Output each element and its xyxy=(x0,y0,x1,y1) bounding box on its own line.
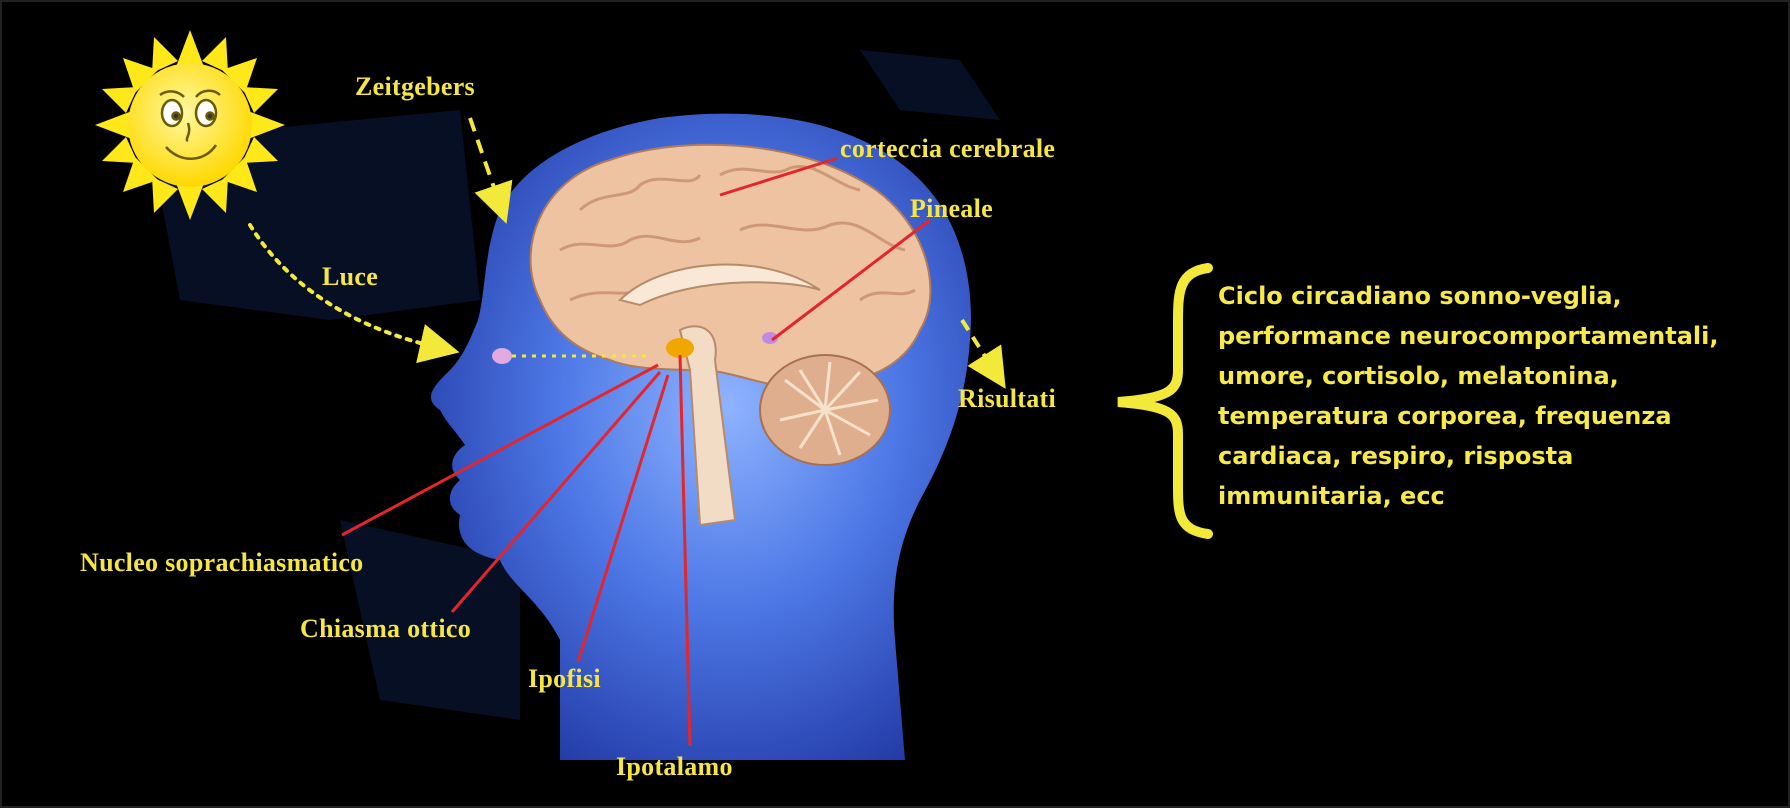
outcome-line: cardiaca, respiro, risposta xyxy=(1218,436,1778,476)
label-ipofisi: Ipofisi xyxy=(528,664,601,694)
label-corteccia-cerebrale: corteccia cerebrale xyxy=(840,134,1055,164)
label-nucleo-soprachiasmatico: Nucleo soprachiasmatico xyxy=(80,548,363,578)
outcome-line: performance neurocomportamentali, xyxy=(1218,316,1778,356)
label-zeitgebers: Zeitgebers xyxy=(355,72,475,102)
outcome-line: immunitaria, ecc xyxy=(1218,476,1778,516)
cerebellum xyxy=(760,355,890,465)
sun-icon xyxy=(95,30,285,220)
outcome-line: Ciclo circadiano sonno-veglia, xyxy=(1218,276,1778,316)
label-chiasma-ottico: Chiasma ottico xyxy=(300,614,471,644)
label-pineale: Pineale xyxy=(910,194,993,224)
outcomes-list: Ciclo circadiano sonno-veglia, performan… xyxy=(1218,276,1778,516)
outcome-line: umore, cortisolo, melatonina, xyxy=(1218,356,1778,396)
label-ipotalamo: Ipotalamo xyxy=(616,752,733,782)
label-luce: Luce xyxy=(322,262,378,292)
outcome-line: temperatura corporea, frequenza xyxy=(1218,396,1778,436)
label-risultati: Risultati xyxy=(958,384,1056,414)
eye-glow xyxy=(492,348,512,364)
